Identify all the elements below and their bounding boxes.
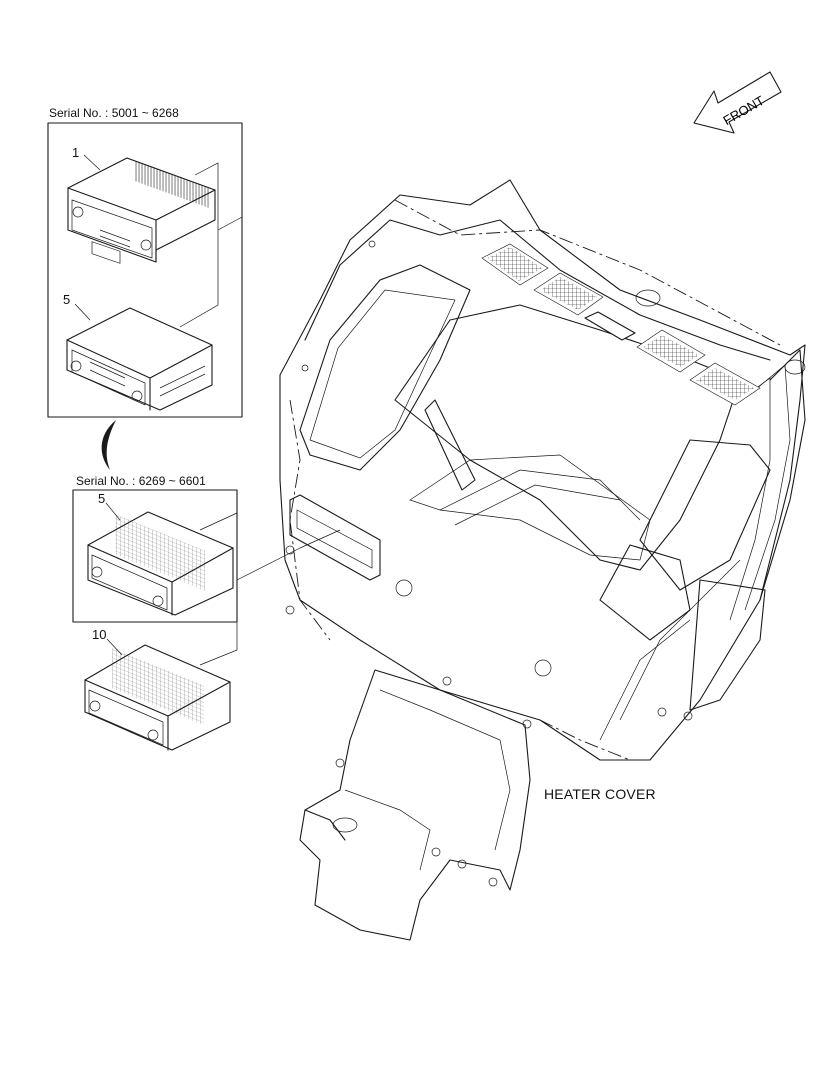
serial-group-1-frame — [47, 122, 243, 418]
heater-cover-label: HEATER COVER — [544, 786, 656, 802]
air-vent-3 — [636, 329, 706, 373]
center-panel — [584, 311, 636, 341]
leader-part-5-lower — [105, 502, 121, 521]
radio-unit-part-1 — [67, 157, 216, 264]
leader-part-5-upper — [74, 303, 91, 321]
group-1-bracket — [179, 162, 243, 328]
air-vent-4 — [689, 362, 761, 406]
callout-part-5-upper: 5 — [63, 292, 71, 307]
leader-part-10 — [106, 638, 123, 656]
serial-group-1-label: Serial No. : 5001 ~ 6268 — [49, 106, 179, 120]
group-transition-arrow-icon — [101, 420, 116, 470]
air-vent-2 — [533, 272, 604, 316]
leader-radio-slot — [299, 529, 341, 549]
leader-part-1 — [83, 154, 101, 171]
group-2-bracket — [199, 512, 301, 666]
serial-group-2-frame — [72, 489, 238, 623]
radio-unit-part-5-lower — [87, 511, 234, 616]
heater-cover-assembly — [279, 179, 806, 941]
callout-part-10: 10 — [92, 627, 107, 642]
air-vent-1 — [481, 243, 549, 286]
callout-part-1: 1 — [72, 145, 80, 160]
radio-unit-part-10 — [84, 644, 231, 751]
serial-group-2-label: Serial No. : 6269 ~ 6601 — [76, 474, 206, 488]
radio-unit-part-5-upper — [66, 307, 213, 411]
front-arrow-icon: FRONT — [693, 71, 782, 134]
callout-part-5-lower: 5 — [98, 491, 106, 506]
